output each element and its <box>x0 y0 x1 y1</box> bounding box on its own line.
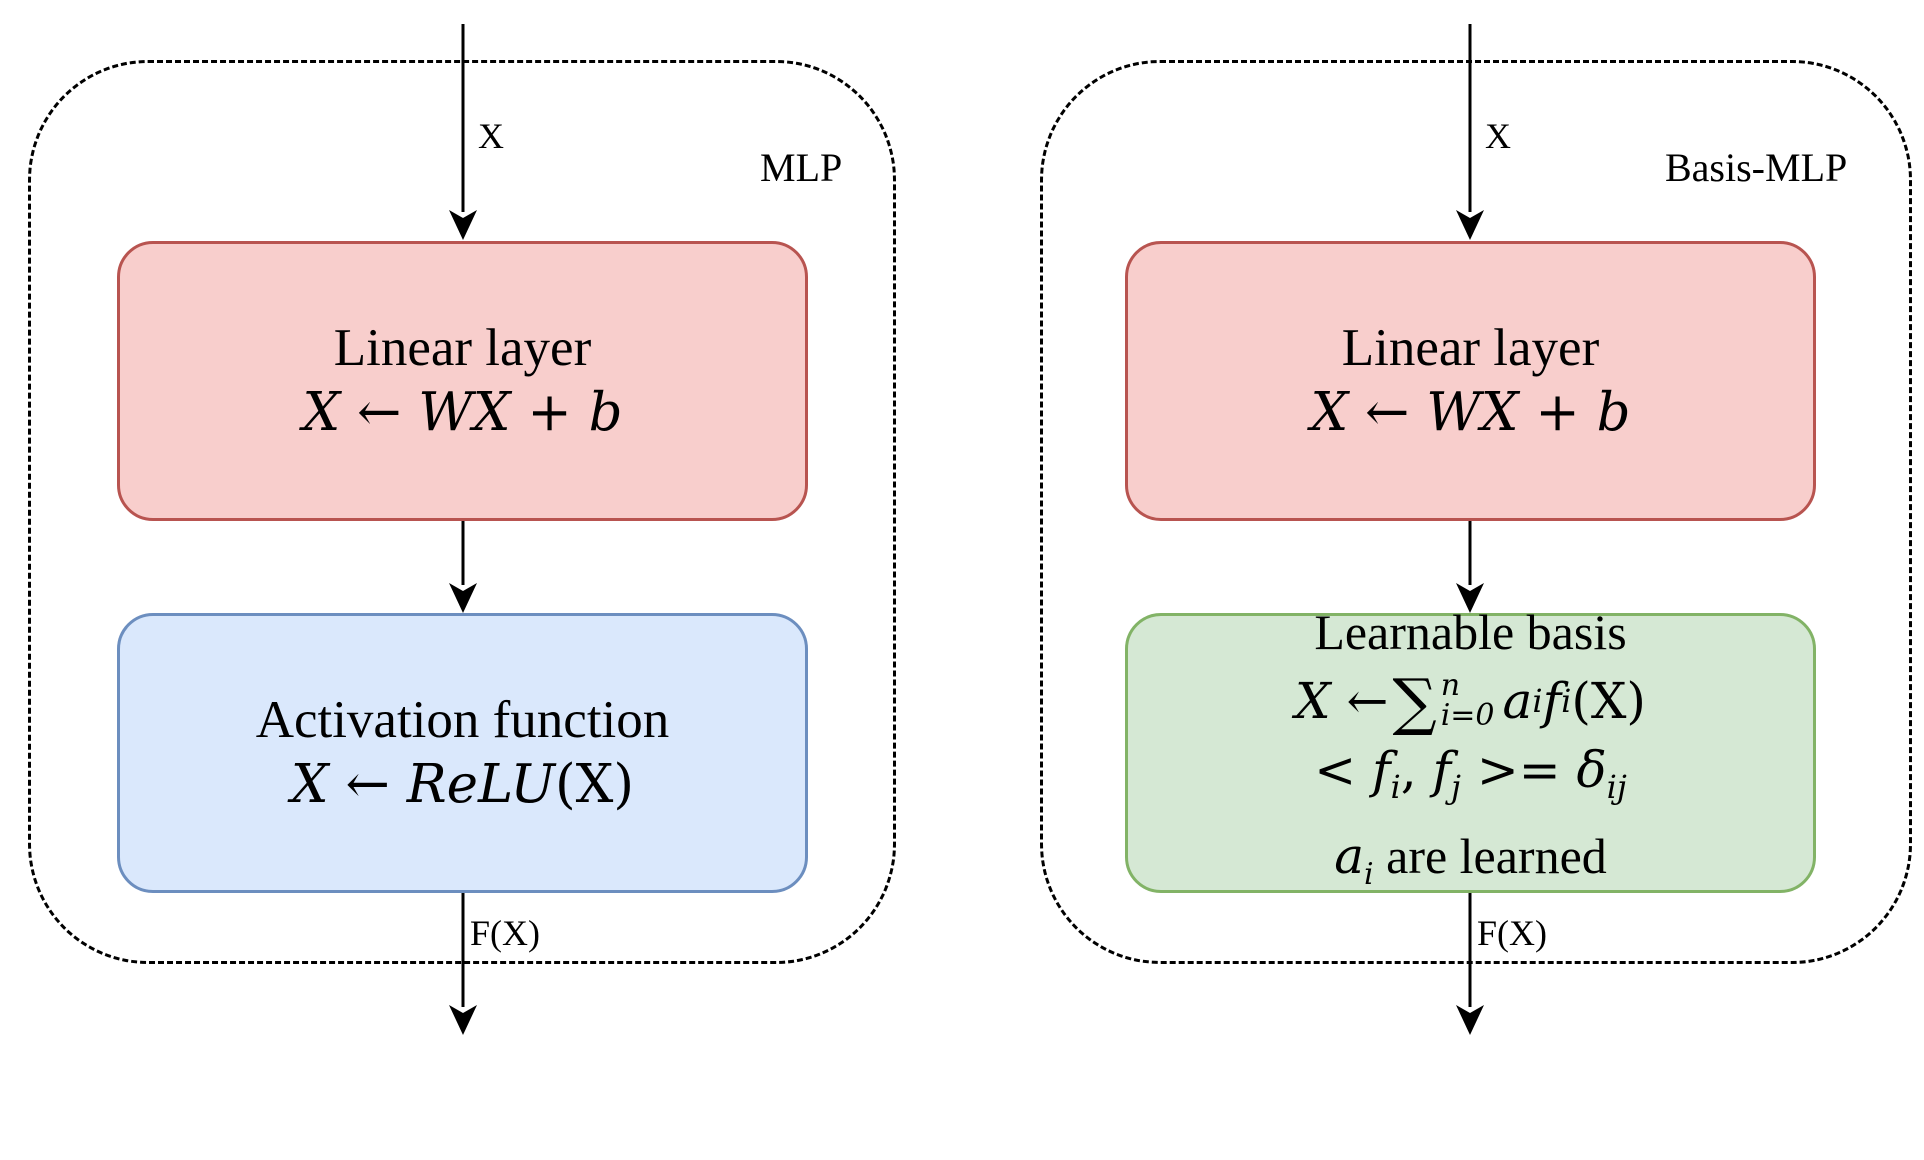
basis-mlp-input-label: X <box>1485 116 1511 156</box>
right-output-arrow <box>1456 892 1484 1035</box>
mlp-linear-layer-title: Linear layer <box>333 319 592 377</box>
ortho-delta-sub: ij <box>1606 767 1627 806</box>
sum-term-f: f <box>1542 671 1562 730</box>
ortho-f1-sub: i <box>1390 767 1401 806</box>
ortho-f2: f <box>1432 740 1452 799</box>
left-linear-to-activation-arrow <box>449 520 477 613</box>
sum-formula-lhs: X ← <box>1295 671 1389 730</box>
mlp-panel-title: MLP <box>760 145 843 190</box>
basis-mlp-output-label: F(X) <box>1477 913 1547 953</box>
sum-term-a-sub: i <box>1532 681 1543 720</box>
orthogonality-formula: < fi, fj >= δij <box>1314 736 1627 822</box>
learned-var-sub: i <box>1364 856 1374 892</box>
mlp-activation-formula-func: ReLU <box>406 754 555 815</box>
mlp-activation-title: Activation function <box>255 691 670 749</box>
mlp-activation-formula: X ← ReLU(X) <box>291 752 634 818</box>
mlp-panel-frame <box>28 60 896 964</box>
basis-mlp-panel-title: Basis-MLP <box>1665 145 1848 190</box>
right-input-arrow <box>1456 24 1484 240</box>
sum-symbol: ∑ <box>1392 664 1437 738</box>
mlp-activation-block: Activation function X ← ReLU(X) <box>117 613 808 893</box>
sum-term-a: a <box>1502 671 1533 730</box>
mlp-activation-formula-arg: (X) <box>554 754 635 815</box>
sum-term-arg: (X) <box>1571 671 1646 730</box>
mlp-activation-formula-lhs: X ← <box>290 754 407 815</box>
ortho-relation: >= <box>1460 740 1577 799</box>
right-linear-to-basis-arrow <box>1456 520 1484 613</box>
ortho-comma: , <box>1400 740 1433 799</box>
ortho-f1: f <box>1371 740 1391 799</box>
left-input-arrow <box>449 24 477 240</box>
basis-mlp-linear-layer-block: Linear layer X ← WX + b <box>1125 241 1816 521</box>
sum-lower-limit: i=0 <box>1440 698 1495 733</box>
left-output-arrow <box>449 892 477 1035</box>
basis-mlp-linear-layer-formula: X ← WX + b <box>1310 382 1631 443</box>
learnable-basis-title: Learnable basis <box>1314 603 1627 660</box>
sum-upper-limit: n <box>1440 668 1461 703</box>
basis-mlp-panel-frame <box>1040 60 1912 964</box>
mlp-linear-layer-block: Linear layer X ← WX + b <box>117 241 808 521</box>
ortho-f2-sub: j <box>1451 767 1461 806</box>
ortho-open: < <box>1314 740 1372 799</box>
basis-mlp-linear-layer-title: Linear layer <box>1341 319 1600 377</box>
learned-text: are learned <box>1373 827 1607 884</box>
learned-var: a <box>1334 826 1365 885</box>
sum-term-f-sub: i <box>1561 681 1572 720</box>
ortho-delta: δ <box>1576 740 1607 799</box>
learned-coefficients-line: ai are learned <box>1334 822 1607 909</box>
sum-limits: n i=0 <box>1441 671 1495 731</box>
mlp-output-label: F(X) <box>470 913 540 953</box>
mlp-linear-layer-formula: X ← WX + b <box>302 382 623 443</box>
mlp-input-label: X <box>478 116 504 156</box>
